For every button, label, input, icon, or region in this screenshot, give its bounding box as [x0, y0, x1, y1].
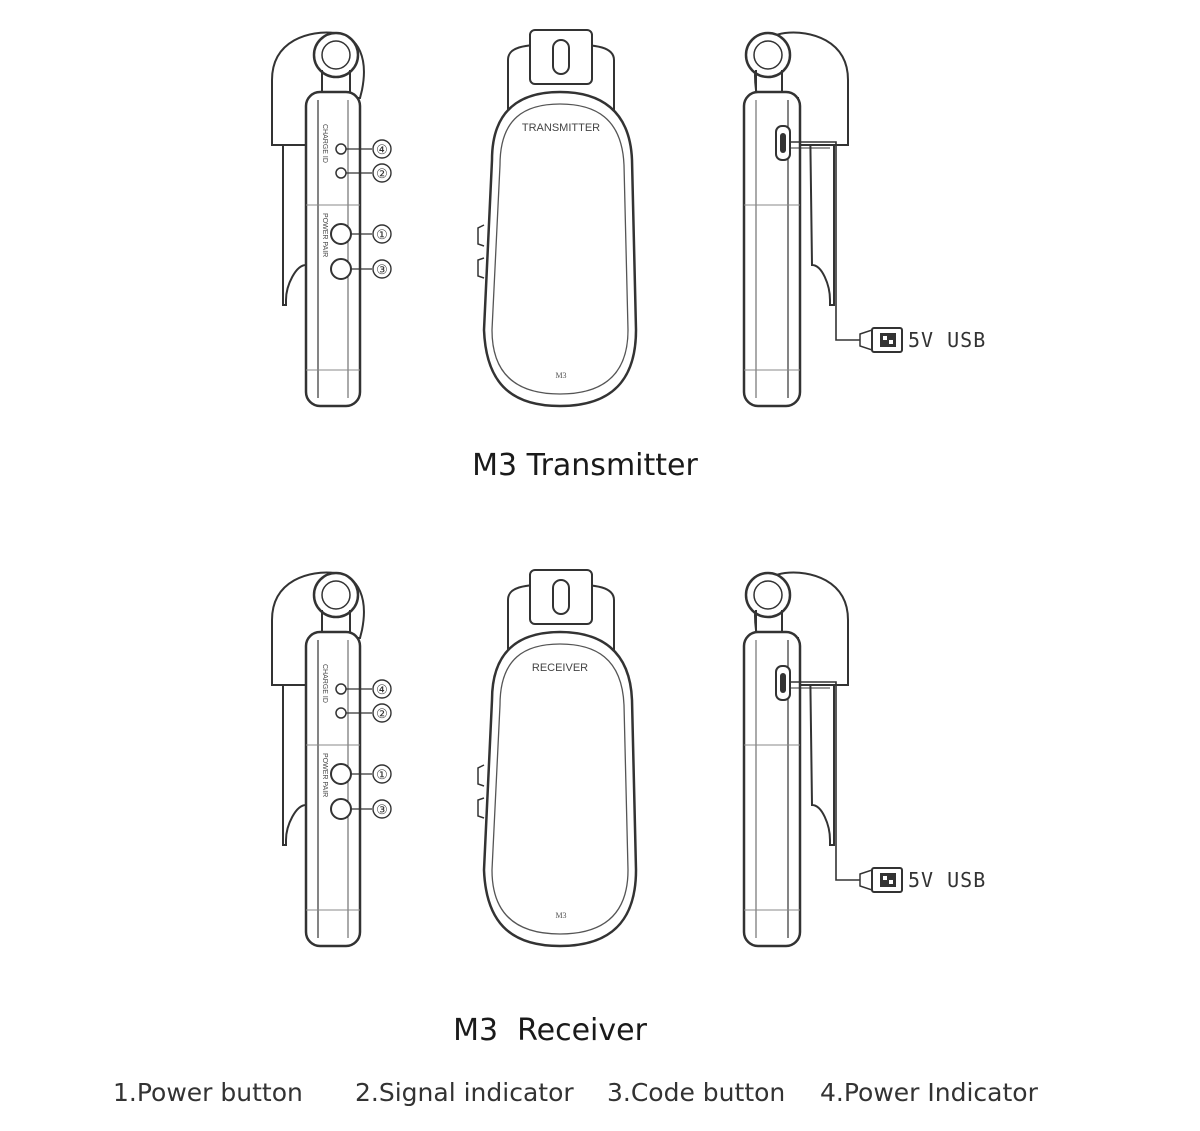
- receiver-right-side-view: 5V USB: [742, 571, 986, 948]
- transmitter-left-side-view: CHARGE ID POWER PAIR ④ ② ① ③: [270, 31, 393, 408]
- callout-2: ②: [376, 706, 388, 721]
- transmitter-usb-label: 5V USB: [908, 328, 986, 352]
- legend-signal-indicator: 2.Signal indicator: [355, 1078, 574, 1107]
- transmitter-model-mark: M3: [555, 371, 566, 380]
- receiver-side-label-charge-id: CHARGE ID: [321, 664, 328, 703]
- callout-2: ②: [376, 166, 388, 181]
- transmitter-caption: M3 Transmitter: [472, 448, 698, 483]
- receiver-left-side-view: CHARGE ID POWER PAIR ④ ② ① ③: [270, 571, 393, 948]
- transmitter-right-side-view: 5V USB: [742, 31, 986, 408]
- legend-power-button: 1.Power button: [113, 1078, 303, 1107]
- callout-4: ④: [376, 142, 388, 157]
- callout-1: ①: [376, 227, 388, 242]
- transmitter-face-label: TRANSMITTER: [522, 122, 600, 134]
- callout-3: ③: [376, 262, 388, 277]
- callout-3: ③: [376, 802, 388, 817]
- receiver-face-label: RECEIVER: [532, 662, 588, 674]
- receiver-caption: M3 Receiver: [453, 1013, 647, 1048]
- receiver-model-mark: M3: [555, 911, 566, 920]
- legend-code-button: 3.Code button: [607, 1078, 786, 1107]
- legend-power-indicator: 4.Power Indicator: [820, 1078, 1038, 1107]
- transmitter-side-label-power-pair: POWER PAIR: [321, 213, 328, 257]
- receiver-side-label-power-pair: POWER PAIR: [321, 753, 328, 797]
- receiver-front-view: RECEIVER M3: [476, 568, 638, 948]
- transmitter-side-label-charge-id: CHARGE ID: [321, 124, 328, 163]
- callout-1: ①: [376, 767, 388, 782]
- callout-4: ④: [376, 682, 388, 697]
- transmitter-front-view: TRANSMITTER M3: [476, 28, 638, 408]
- receiver-usb-label: 5V USB: [908, 868, 986, 892]
